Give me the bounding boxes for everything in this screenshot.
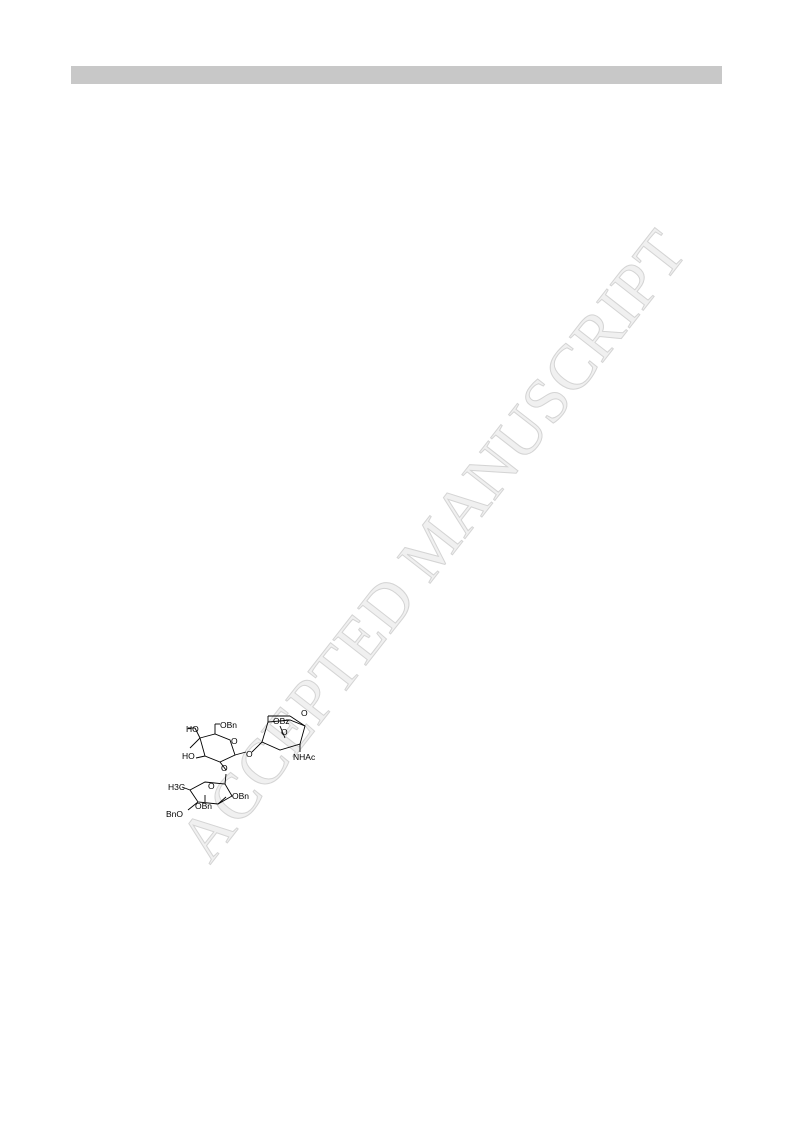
label-ring-o-gal: O — [231, 736, 238, 746]
label-obn-c3: OBn — [195, 801, 212, 811]
label-ho-mid: HO — [182, 751, 195, 761]
label-obn-c2: OBn — [232, 791, 249, 801]
chemical-structure: HO OBn O HO O O OBz O O NHAc H3C O OBn O… — [160, 700, 340, 825]
label-ring-o-anh: O — [301, 708, 308, 718]
label-ring-o-fuc: O — [208, 781, 215, 791]
structure-drawing: HO OBn O HO O O OBz O O NHAc H3C O OBn O… — [166, 708, 316, 819]
label-ho-top: HO — [186, 724, 199, 734]
label-obz: OBz — [273, 716, 290, 726]
label-bno: BnO — [166, 809, 183, 819]
label-nhac: NHAc — [293, 752, 316, 762]
label-obn-c6: OBn — [220, 720, 237, 730]
running-header-bar — [71, 66, 722, 84]
label-bridge-o: O — [281, 727, 288, 737]
label-glycosidic-o: O — [246, 749, 253, 759]
label-link-o-fuc: O — [221, 763, 228, 773]
label-h3c: H3C — [168, 782, 185, 792]
